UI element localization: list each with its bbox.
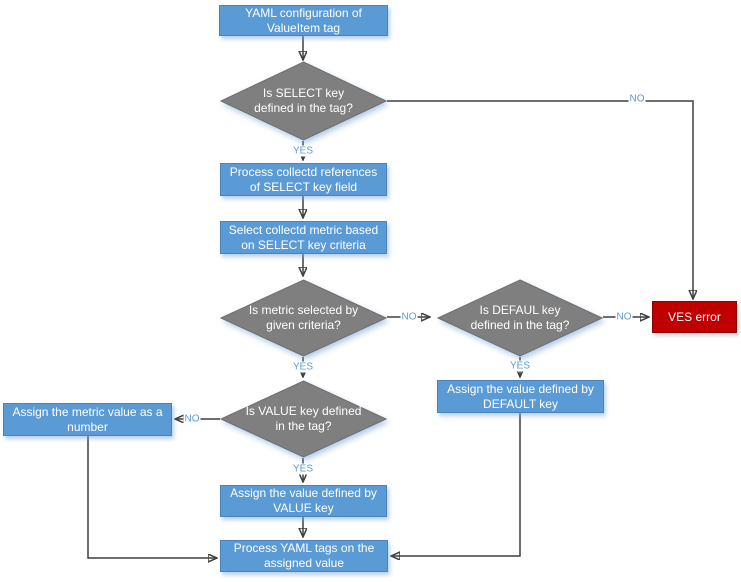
edge-label-no-value: NO	[183, 413, 201, 425]
edge-label-no-select: NO	[628, 93, 646, 105]
decision-select-key-label: Is SELECT key defined in the tag?	[254, 86, 353, 115]
edge-label-no-default: NO	[615, 311, 633, 323]
decision-default-key-label: Is DEFAUL key defined in the tag?	[470, 303, 570, 332]
decision-value-key-label: Is VALUE key defined in the tag?	[245, 404, 362, 433]
decision-select-key: Is SELECT key defined in the tag?	[220, 61, 387, 141]
decision-metric-selected-label: Is metric selected by given criteria?	[248, 303, 359, 332]
diamond-shape	[220, 279, 387, 357]
node-yaml-config: YAML configuration of ValueItem tag	[219, 5, 388, 36]
node-process-yaml-tags: Process YAML tags on the assigned value	[220, 540, 388, 572]
diamond-shape	[437, 279, 603, 357]
edge-label-yes-select: YES	[291, 145, 315, 157]
node-assign-value: Assign the value defined by VALUE key	[220, 485, 387, 517]
node-assign-metric-number: Assign the metric value as a number	[3, 403, 172, 436]
node-assign-default: Assign the value defined by DEFAULT key	[437, 380, 604, 413]
edge-label-yes-default: YES	[508, 360, 532, 372]
edge-label-no-metric: NO	[400, 311, 418, 323]
decision-default-key: Is DEFAUL key defined in the tag?	[437, 279, 603, 357]
edge-label-yes-value: YES	[291, 463, 315, 475]
decision-metric-selected: Is metric selected by given criteria?	[220, 279, 387, 357]
node-ves-error: VES error	[652, 301, 737, 333]
node-select-metric: Select collectd metric based on SELECT k…	[220, 221, 387, 254]
decision-value-key: Is VALUE key defined in the tag?	[220, 380, 387, 458]
diamond-shape	[220, 380, 387, 458]
diamond-shape	[220, 61, 387, 141]
node-process-references: Process collectd references of SELECT ke…	[220, 163, 387, 196]
edge-label-yes-metric: YES	[291, 361, 315, 373]
